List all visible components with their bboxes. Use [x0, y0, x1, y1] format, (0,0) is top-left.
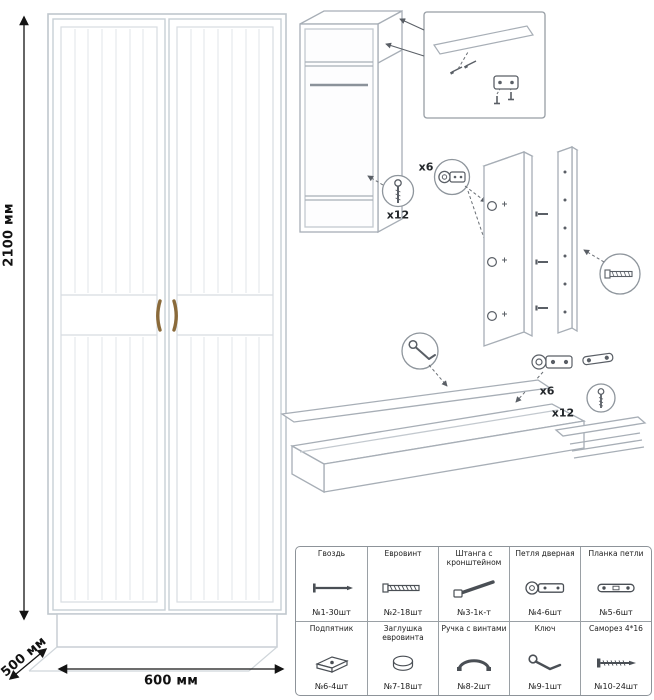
part-name: Заглушка евровинта	[382, 624, 424, 642]
dimension-height-label: 2100 мм	[1, 203, 17, 267]
part-cell-foot: Подпятник №6-4шт	[296, 621, 367, 695]
euroscrew-icon	[380, 576, 426, 601]
rod-bracket-detail	[493, 75, 519, 105]
top-hinge-callout	[433, 158, 491, 254]
part-name: Ручка с винтами	[441, 624, 507, 633]
dimension-arrows	[8, 15, 285, 680]
hinge-count-label-top: x6	[418, 160, 434, 174]
part-count: №6-4шт	[314, 682, 349, 691]
screw-icon	[593, 650, 639, 675]
part-name: Подпятник	[309, 624, 354, 633]
part-cell-nail: Гвоздь №1-30шт	[296, 547, 367, 621]
part-cell-euroscrew: Евровинт №2-18шт	[367, 547, 438, 621]
rod-icon	[451, 576, 497, 601]
bottom-screw-callout	[586, 383, 616, 413]
part-name: Петля дверная	[515, 549, 575, 558]
screw-position-dots	[563, 170, 567, 314]
part-count: №1-30шт	[312, 608, 351, 617]
part-name: Гвоздь	[317, 549, 346, 558]
part-count: №7-18шт	[383, 682, 423, 691]
nail-icon	[309, 576, 355, 601]
key-callout	[401, 332, 448, 387]
part-cell-rod: Штанга с кронштейном №3-1к-т	[438, 547, 509, 621]
part-count: №4-6шт	[528, 608, 562, 617]
part-cell-hinge: Петля дверная №4-6шт	[509, 547, 580, 621]
hinge-count-label-bottom: x6	[539, 384, 555, 398]
part-name: Саморез 4*16	[589, 624, 643, 633]
part-count: №9-1шт	[528, 682, 562, 691]
wardrobe-drawing	[28, 13, 287, 672]
bottom-hinge-detail	[531, 352, 614, 370]
part-cell-hinge-plate: Планка петли №5-6шт	[580, 547, 651, 621]
key-icon	[522, 650, 568, 675]
hinge-icon	[522, 576, 568, 601]
part-cell-handle: Ручка с винтами №8-2шт	[438, 621, 509, 695]
door-panel-drawing	[482, 150, 534, 347]
top-screw-callout	[367, 174, 415, 208]
part-count: №2-18шт	[383, 608, 423, 617]
part-cell-screw: Саморез 4*16 №10-24шт	[580, 621, 651, 695]
part-name: Штанга с кронштейном	[446, 549, 502, 567]
dimension-width-label: 600 мм	[143, 673, 199, 689]
part-cell-cap: Заглушка евровинта №7-18шт	[367, 621, 438, 695]
screw-count-label-bottom: x12	[551, 406, 575, 420]
part-count: №3-1к-т	[457, 608, 491, 617]
nail-detail	[449, 60, 477, 75]
edge-screw-glyphs	[535, 211, 548, 311]
part-count: №8-2шт	[457, 682, 491, 691]
euroscrew-callout	[583, 249, 641, 295]
part-name: Евровинт	[384, 549, 422, 558]
top-callout-box	[385, 11, 546, 119]
screw-count-label-top: x12	[386, 208, 410, 222]
part-count: №10-24шт	[594, 682, 638, 691]
part-cell-key: Ключ №9-1шт	[509, 621, 580, 695]
hinge-plate-icon	[593, 576, 639, 601]
side-panel-strip	[556, 145, 579, 334]
foot-icon	[309, 650, 355, 675]
part-count: №5-6шт	[599, 608, 633, 617]
hinge-cup-marks	[487, 201, 498, 322]
part-name: Ключ	[534, 624, 556, 633]
handle-icon	[451, 650, 497, 675]
part-name: Планка петли	[588, 549, 644, 558]
door-handles	[156, 299, 178, 332]
flat-panels-drawing	[280, 379, 647, 494]
parts-table: Гвоздь №1-30шт Евровинт №2-18шт Штанга с…	[295, 546, 652, 696]
cap-icon	[380, 650, 426, 675]
